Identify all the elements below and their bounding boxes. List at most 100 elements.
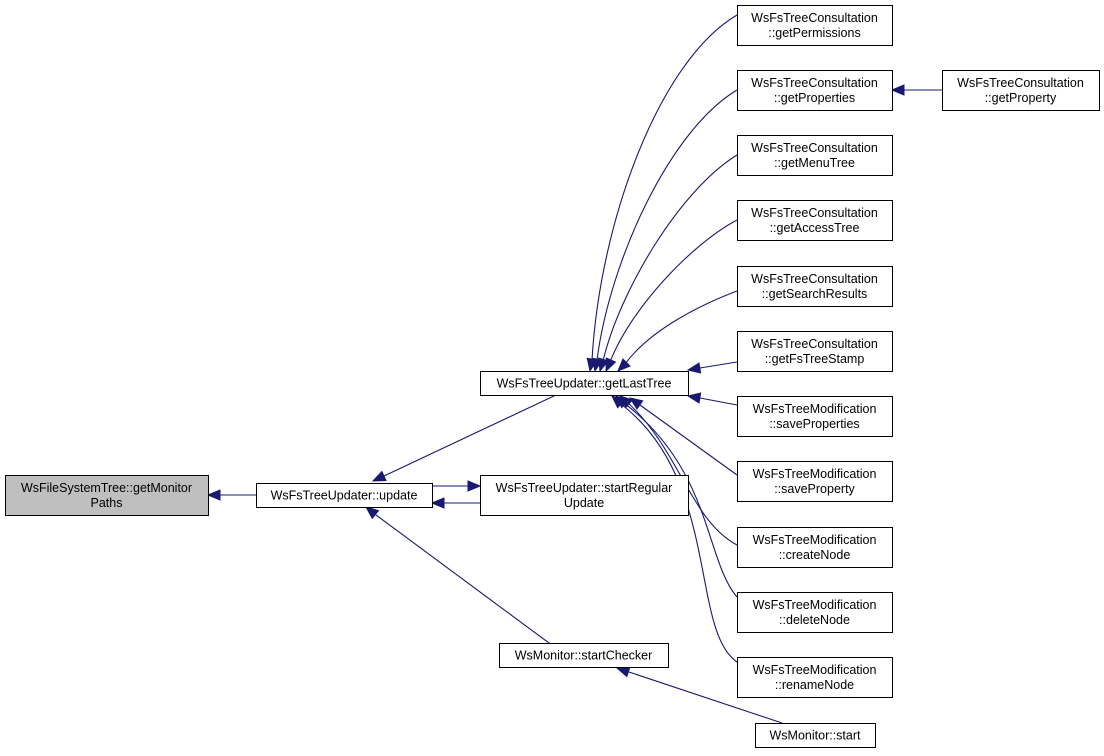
node-box bbox=[737, 331, 893, 372]
node-label-line: ::renameNode bbox=[775, 678, 854, 692]
node-getMenuTree[interactable]: WsFsTreeConsultation::getMenuTree bbox=[737, 135, 893, 176]
edge-line bbox=[383, 394, 557, 477]
node-label-line: ::getProperty bbox=[985, 91, 1057, 105]
node-label-line: ::getProperties bbox=[774, 91, 855, 105]
arrow-head-icon bbox=[206, 489, 221, 501]
node-label-line: WsFsTreeModification bbox=[753, 663, 877, 677]
arrow-head-icon bbox=[430, 497, 445, 509]
node-getProperties[interactable]: WsFsTreeConsultation::getProperties bbox=[737, 70, 893, 111]
node-box bbox=[737, 527, 893, 568]
node-label-line: ::getAccessTree bbox=[770, 221, 860, 235]
node-box bbox=[737, 135, 893, 176]
edge-saveProperties-to-getLastTree bbox=[686, 392, 738, 406]
node-label-line: WsMonitor::startChecker bbox=[515, 649, 653, 663]
node-box bbox=[737, 266, 893, 307]
node-label-line: WsFsTreeConsultation bbox=[751, 206, 878, 220]
node-deleteNode[interactable]: WsFsTreeModification::deleteNode bbox=[737, 592, 893, 633]
arrow-head-icon bbox=[611, 395, 626, 409]
node-box bbox=[737, 461, 893, 502]
node-label-line: WsFsTreeConsultation bbox=[751, 141, 878, 155]
node-box bbox=[942, 70, 1100, 111]
node-update[interactable]: WsFsTreeUpdater::update bbox=[256, 483, 433, 508]
node-getPermissions[interactable]: WsFsTreeConsultation::getPermissions bbox=[737, 5, 893, 46]
node-getFsTreeStamp[interactable]: WsFsTreeConsultation::getFsTreeStamp bbox=[737, 331, 893, 372]
edge-line bbox=[375, 514, 550, 644]
arrow-head-icon bbox=[467, 480, 482, 492]
arrow-head-icon bbox=[364, 506, 380, 520]
node-label-line: WsFileSystemTree::getMonitor bbox=[21, 481, 192, 495]
arrow-head-icon bbox=[890, 84, 905, 96]
node-label-line: WsFsTreeModification bbox=[753, 533, 877, 547]
arrow-head-icon bbox=[371, 470, 387, 482]
node-getProperty[interactable]: WsFsTreeConsultation::getProperty bbox=[942, 70, 1100, 111]
node-startChecker[interactable]: WsMonitor::startChecker bbox=[499, 643, 669, 668]
edge-line bbox=[596, 89, 738, 361]
edge-line bbox=[626, 401, 738, 546]
edge-update-to-startRegularUpdate bbox=[432, 480, 482, 492]
arrow-head-icon bbox=[605, 357, 617, 373]
node-getAccessTree[interactable]: WsFsTreeConsultation::getAccessTree bbox=[737, 200, 893, 241]
node-label-line: WsFsTreeConsultation bbox=[751, 272, 878, 286]
node-box bbox=[737, 5, 893, 46]
node-box bbox=[737, 396, 893, 437]
edge-getFsTreeStamp-to-getLastTree bbox=[686, 361, 738, 374]
node-label-line: ::createNode bbox=[779, 548, 851, 562]
node-renameNode[interactable]: WsFsTreeModification::renameNode bbox=[737, 657, 893, 698]
edge-renameNode-to-getLastTree bbox=[611, 395, 738, 663]
edge-line bbox=[699, 361, 738, 369]
edge-line bbox=[602, 154, 738, 362]
node-label-line: ::getFsTreeStamp bbox=[765, 352, 865, 366]
edge-getPermissions-to-getLastTree bbox=[586, 14, 738, 373]
node-label-line: WsFsTreeConsultation bbox=[957, 76, 1084, 90]
edge-getMenuTree-to-getLastTree bbox=[598, 154, 738, 373]
edge-startChecker-to-update bbox=[364, 506, 550, 644]
edge-line bbox=[699, 397, 738, 406]
node-getSearchResults[interactable]: WsFsTreeConsultation::getSearchResults bbox=[737, 266, 893, 307]
node-label-line: WsFsTreeConsultation bbox=[751, 11, 878, 25]
node-label-line: WsFsTreeModification bbox=[753, 402, 877, 416]
node-box bbox=[480, 475, 689, 516]
node-saveProperty[interactable]: WsFsTreeModification::saveProperty bbox=[737, 461, 893, 502]
node-box bbox=[499, 643, 669, 668]
edge-line bbox=[591, 14, 738, 361]
node-box bbox=[737, 200, 893, 241]
node-box bbox=[737, 592, 893, 633]
node-createNode[interactable]: WsFsTreeModification::createNode bbox=[737, 527, 893, 568]
node-getLastTree[interactable]: WsFsTreeUpdater::getLastTree bbox=[480, 371, 689, 396]
node-label-line: WsFsTreeConsultation bbox=[751, 76, 878, 90]
node-label-line: ::saveProperty bbox=[774, 482, 855, 496]
node-label-line: ::getPermissions bbox=[768, 26, 860, 40]
edge-startRegularUpdate-to-update bbox=[430, 497, 480, 509]
node-box bbox=[755, 723, 876, 748]
node-label-line: ::saveProperties bbox=[769, 417, 859, 431]
node-label-line: WsMonitor::start bbox=[770, 729, 862, 743]
edge-line bbox=[624, 290, 738, 365]
edges-layer bbox=[206, 14, 942, 724]
node-label-line: WsFsTreeUpdater::update bbox=[271, 489, 418, 503]
arrow-head-icon bbox=[686, 362, 702, 374]
node-box bbox=[256, 483, 433, 508]
node-label-line: ::getSearchResults bbox=[762, 287, 868, 301]
node-start[interactable]: WsMonitor::start bbox=[755, 723, 876, 748]
node-label-line: ::deleteNode bbox=[779, 613, 850, 627]
arrow-head-icon bbox=[615, 666, 631, 678]
node-label-line: WsFsTreeUpdater::startRegular bbox=[496, 481, 673, 495]
edge-saveProperty-to-getLastTree bbox=[628, 397, 738, 476]
edge-getSearchResults-to-getLastTree bbox=[617, 290, 738, 372]
edge-getAccessTree-to-getLastTree bbox=[605, 219, 738, 373]
arrow-head-icon bbox=[686, 392, 702, 404]
node-box bbox=[737, 70, 893, 111]
edge-line bbox=[623, 402, 738, 598]
node-box bbox=[737, 657, 893, 698]
node-box bbox=[5, 475, 209, 516]
node-label-line: WsFsTreeUpdater::getLastTree bbox=[497, 377, 672, 391]
node-label-line: WsFsTreeModification bbox=[753, 598, 877, 612]
node-label-line: Paths bbox=[91, 496, 123, 510]
edge-update-to-root bbox=[206, 489, 256, 501]
node-saveProperties[interactable]: WsFsTreeModification::saveProperties bbox=[737, 396, 893, 437]
edge-line bbox=[609, 219, 738, 363]
edge-getLastTree-to-update bbox=[371, 394, 557, 482]
